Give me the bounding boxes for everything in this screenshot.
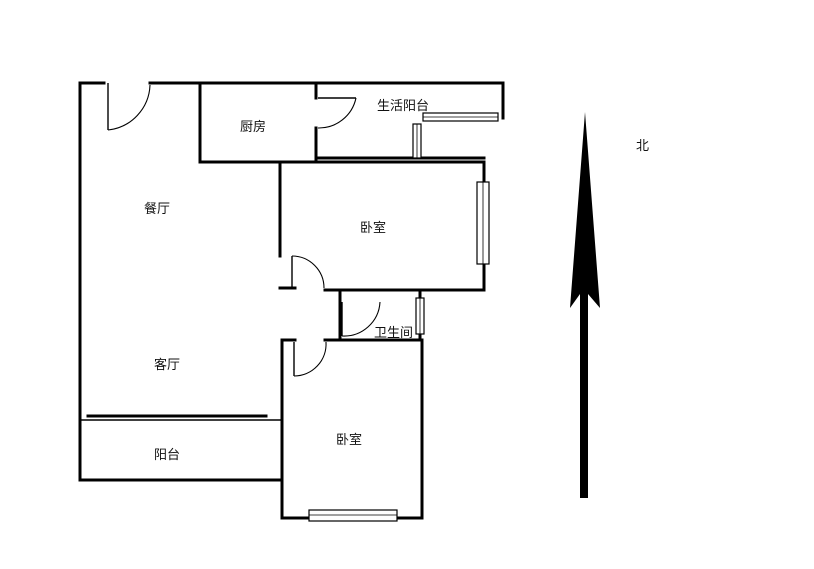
- room-labels: 厨房 生活阳台 餐厅 卧室 客厅 卫生间 卧室 阳台: [144, 99, 429, 463]
- label-service-balcony: 生活阳台: [377, 99, 429, 114]
- windows: [308, 112, 499, 522]
- label-dining: 餐厅: [144, 201, 170, 217]
- north-arrow-icon: [570, 112, 600, 498]
- label-living: 客厅: [154, 357, 180, 373]
- label-balcony: 阳台: [154, 448, 180, 463]
- walls: [78, 81, 505, 520]
- label-bedroom-south: 卧室: [336, 432, 362, 448]
- label-kitchen: 厨房: [240, 119, 266, 135]
- compass-north-label: 北: [636, 139, 649, 154]
- window-bedroom-south: [308, 509, 398, 522]
- north-arrow: 北: [570, 112, 649, 498]
- label-bathroom: 卫生间: [374, 326, 413, 341]
- label-bedroom-north: 卧室: [360, 220, 386, 236]
- doors: [107, 83, 381, 377]
